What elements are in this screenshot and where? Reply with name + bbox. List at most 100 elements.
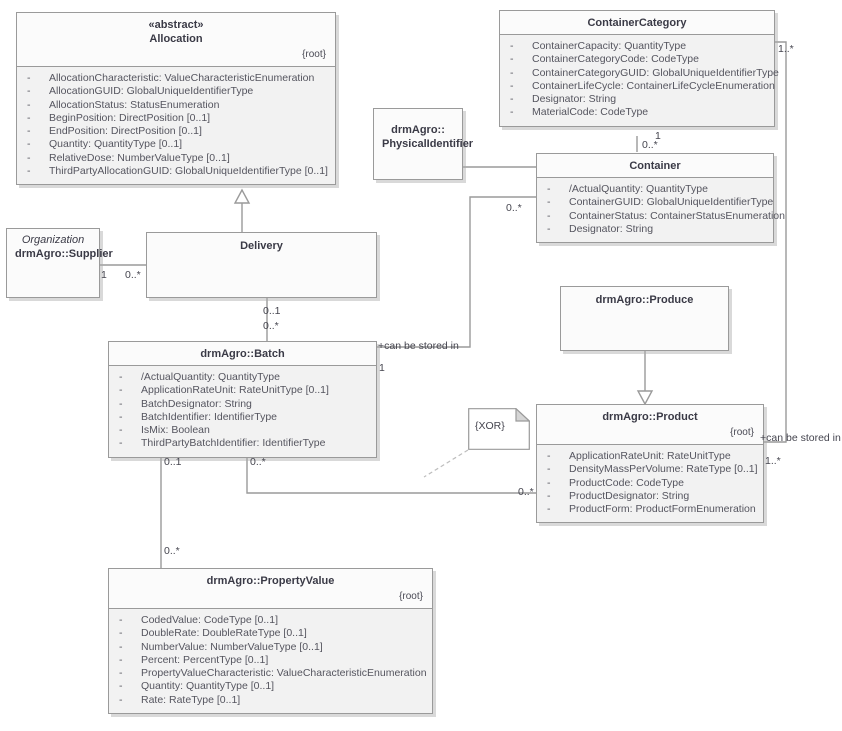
attribute-text: NumberValue: NumberValueType [0..1] (141, 640, 323, 653)
visibility-private-icon: - (27, 165, 31, 178)
visibility-private-icon: - (27, 138, 31, 151)
class-batch-header: drmAgro::Batch (109, 342, 376, 365)
class-supplier-header: Organization drmAgro::Supplier (7, 229, 113, 265)
class-supplier[interactable]: Organization drmAgro::Supplier (6, 228, 113, 298)
visibility-private-icon: - (119, 397, 123, 410)
multiplicity-containercategory-product-top: 1..* (778, 43, 794, 55)
attribute-row: - AllocationCharacteristic: ValueCharacte… (21, 72, 331, 85)
attribute-row: -EndPosition: DirectPosition [0..1] (21, 125, 331, 138)
multiplicity-delivery-batch-many: 0..* (263, 320, 279, 332)
attribute-row: - AllocationGUID: GlobalUniqueIdentifierT… (21, 85, 331, 98)
attribute-text: ContainerCapacity: QuantityType (532, 40, 687, 52)
attribute-text: RelativeDose: NumberValueType [0..1] (49, 151, 230, 164)
attribute-row: - IsMix: Boolean (113, 424, 372, 437)
class-physicalidentifier-name-line2: PhysicalIdentifier (382, 138, 474, 150)
class-propertyvalue-header: drmAgro::PropertyValue {root} (109, 569, 432, 608)
attribute-text: ProductDesignator: String (569, 489, 690, 502)
attribute-text: MaterialCode: CodeType (532, 106, 649, 119)
visibility-private-icon: - (27, 98, 31, 111)
attribute-row: -BatchIdentifier: IdentifierType (113, 411, 372, 424)
class-containercategory[interactable]: ContainerCategory - ContainerCapacity: Qu… (499, 10, 779, 127)
class-batch-name: drmAgro::Batch (200, 348, 285, 360)
class-supplier-name: drmAgro::Supplier (15, 248, 113, 260)
visibility-private-icon: - (119, 653, 123, 666)
attribute-text: ApplicationRateUnit: RateUnitType (569, 450, 731, 462)
class-propertyvalue-name: drmAgro::PropertyValue (206, 575, 335, 587)
attribute-row: -ProductForm: ProductFormEnumeration (541, 503, 759, 516)
class-physicalidentifier-header: drmAgro:: PhysicalIdentifier (374, 109, 473, 155)
class-product-header: drmAgro::Product {root} (537, 405, 763, 444)
attribute-text: /ActualQuantity: QuantityType (569, 183, 708, 195)
attribute-row: - AllocationStatus: StatusEnumeration (21, 99, 331, 112)
class-allocation-header: «abstract» Allocation {root} (17, 13, 335, 66)
xor-constraint-line (423, 449, 469, 478)
attribute-text: ProductForm: ProductFormEnumeration (569, 503, 756, 516)
visibility-private-icon: - (119, 424, 123, 437)
class-batch[interactable]: drmAgro::Batch - /ActualQuantity: Quantit… (108, 341, 377, 458)
visibility-private-icon: - (27, 72, 31, 84)
attribute-text: Quantity: QuantityType [0..1] (49, 138, 183, 151)
attribute-text: CodedValue: CodeType [0..1] (141, 614, 278, 626)
visibility-private-icon: - (547, 196, 551, 209)
visibility-private-icon: - (510, 106, 514, 119)
attribute-text: ContainerCategoryGUID: GlobalUniqueIdent… (532, 66, 779, 79)
class-product[interactable]: drmAgro::Product {root} - ApplicationRate… (536, 404, 764, 524)
attribute-row: -ThirdPartyAllocationGUID: GlobalUniqueI… (21, 165, 331, 178)
class-containercategory-attributes: -ContainerCapacity: QuantityType -Contai… (500, 34, 779, 126)
multiplicity-product-left-many: 0..* (518, 486, 534, 498)
note-xor[interactable]: {XOR} (468, 408, 530, 450)
class-propertyvalue-root-tag: {root} (399, 591, 423, 602)
visibility-private-icon: - (119, 667, 123, 680)
attribute-text: AllocationCharacteristic: ValueCharacter… (49, 72, 315, 84)
visibility-private-icon: - (27, 125, 31, 138)
attribute-row: -RelativeDose: NumberValueType [0..1] (21, 152, 331, 165)
attribute-row: - /ActualQuantity: QuantityType (541, 183, 769, 196)
edge-container-batch (377, 196, 536, 348)
class-produce[interactable]: drmAgro::Produce (560, 286, 729, 351)
class-delivery[interactable]: Delivery (146, 232, 377, 298)
attribute-text: ContainerStatus: ContainerStatusEnumerat… (569, 209, 785, 222)
attribute-text: DoubleRate: DoubleRateType [0..1] (141, 627, 307, 640)
attribute-text: /ActualQuantity: QuantityType (141, 371, 280, 383)
attribute-row: - MaterialCode: CodeType (504, 106, 770, 119)
multiplicity-delivery-batch-one: 0..1 (263, 305, 281, 317)
label-product-can-be-stored-in: +can be stored in (760, 432, 841, 444)
attribute-text: ContainerCategoryCode: CodeType (532, 53, 699, 66)
attribute-row: -CodedValue: CodeType [0..1] (113, 614, 428, 627)
attribute-row: -DensityMassPerVolume: RateType [0..1] (541, 463, 759, 476)
label-batch-can-be-stored-in: +can be stored in (378, 340, 459, 352)
class-produce-header: drmAgro::Produce (561, 287, 728, 311)
attribute-row: - ContainerCategoryCode: CodeType (504, 53, 770, 66)
class-containercategory-header: ContainerCategory (500, 11, 774, 34)
edge-batch-product (246, 452, 536, 494)
attribute-row: - /ActualQuantity: QuantityType (113, 371, 372, 384)
visibility-private-icon: - (547, 222, 551, 235)
attribute-text: Percent: PercentType [0..1] (141, 653, 269, 666)
attribute-text: IsMix: Boolean (141, 424, 210, 437)
attribute-text: ContainerLifeCycle: ContainerLifeCycleEn… (532, 79, 775, 92)
attribute-text: AllocationStatus: StatusEnumeration (49, 98, 220, 111)
attribute-row: -DoubleRate: DoubleRateType [0..1] (113, 627, 428, 640)
visibility-private-icon: - (547, 476, 551, 489)
class-produce-name: drmAgro::Produce (595, 294, 694, 306)
visibility-private-icon: - (510, 93, 514, 106)
multiplicity-product-stored-in: 1..* (765, 455, 781, 467)
class-physicalidentifier[interactable]: drmAgro:: PhysicalIdentifier (373, 108, 473, 180)
attribute-text: AllocationGUID: GlobalUniqueIdentifierTy… (49, 85, 254, 98)
class-container-header: Container (537, 154, 773, 177)
class-container[interactable]: Container - /ActualQuantity: QuantityType… (536, 153, 785, 244)
visibility-private-icon: - (27, 85, 31, 98)
visibility-private-icon: - (119, 371, 123, 383)
visibility-private-icon: - (547, 463, 551, 476)
visibility-private-icon: - (119, 437, 123, 450)
attribute-row: -ContainerStatus: ContainerStatusEnumera… (541, 210, 785, 223)
visibility-private-icon: - (510, 53, 514, 66)
visibility-private-icon: - (547, 183, 551, 195)
class-propertyvalue[interactable]: drmAgro::PropertyValue {root} -CodedValu… (108, 568, 433, 715)
attribute-row: -ContainerLifeCycle: ContainerLifeCycleE… (504, 80, 775, 93)
multiplicity-batch-propertyvalue-top: 0..1 (164, 456, 182, 468)
multiplicity-container-batch: 0..* (506, 202, 522, 214)
class-allocation[interactable]: «abstract» Allocation {root} - Allocation… (16, 12, 336, 186)
attribute-row: -BatchDesignator: String (113, 398, 372, 411)
